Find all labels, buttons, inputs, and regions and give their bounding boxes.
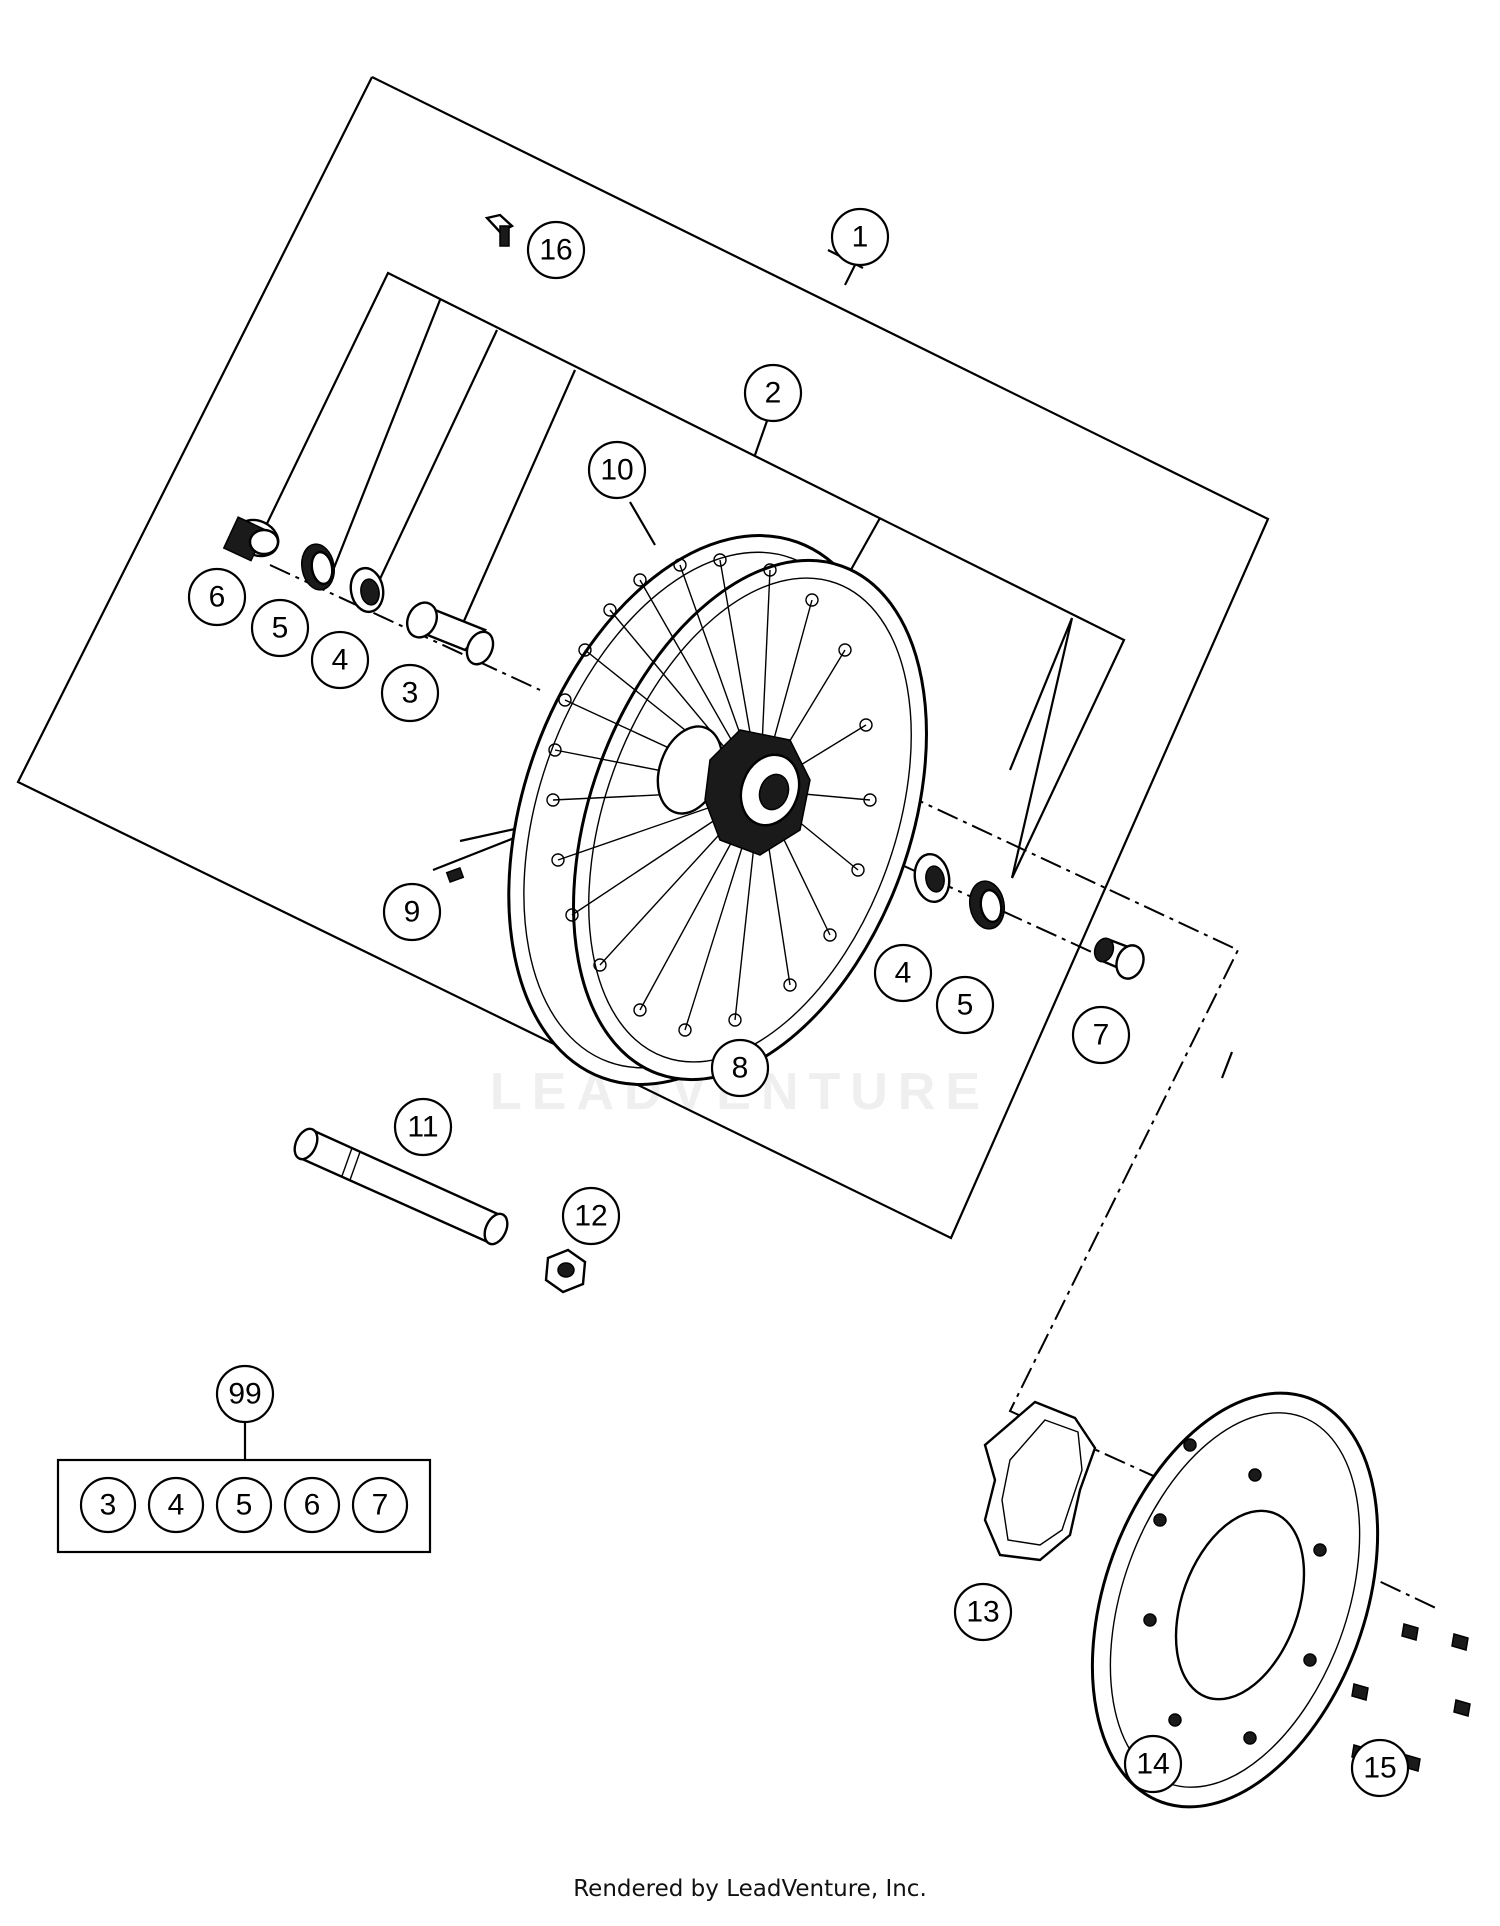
- kit-item-4: 4: [147, 1476, 205, 1534]
- svg-text:4: 4: [332, 644, 349, 677]
- svg-text:4: 4: [895, 957, 912, 990]
- callout-part-8: 8: [710, 1038, 770, 1098]
- svg-text:13: 13: [966, 1596, 999, 1629]
- seal-part-5-right: [968, 880, 1006, 930]
- disc-adapter-part-13: [983, 1400, 1097, 1562]
- rim-holes: [546, 553, 877, 1037]
- svg-text:1: 1: [852, 221, 869, 254]
- sleeve-part-3: [406, 601, 495, 666]
- kit-item-6: 6: [283, 1476, 341, 1534]
- callout-part-1: 1: [830, 207, 890, 267]
- svg-text:2: 2: [765, 377, 782, 410]
- callout-part-4-right: 4: [873, 943, 933, 1003]
- callout-part-5-right: 5: [935, 975, 995, 1035]
- kit-item-3: 3: [79, 1476, 137, 1534]
- bearing-part-4-right: [913, 852, 951, 904]
- svg-text:16: 16: [539, 234, 572, 267]
- callout-part-7: 7: [1071, 1005, 1131, 1065]
- callout-part-16: 16: [526, 220, 586, 280]
- svg-text:5: 5: [272, 612, 289, 645]
- svg-text:5: 5: [236, 1489, 253, 1522]
- svg-text:14: 14: [1136, 1748, 1169, 1781]
- valve-part-9: [445, 866, 465, 884]
- wheel-hub: [656, 725, 811, 856]
- seal-part-5-left: [300, 543, 336, 591]
- valve-part-16: [484, 213, 515, 247]
- axle-part-11: [293, 1127, 509, 1246]
- svg-text:7: 7: [1093, 1019, 1110, 1052]
- callout-part-9: 9: [382, 882, 442, 942]
- svg-text:11: 11: [407, 1111, 438, 1144]
- callout-part-5: 5: [250, 598, 310, 658]
- kit-box-99: [56, 1420, 432, 1554]
- callout-part-15: 15: [1350, 1738, 1410, 1798]
- nut-part-12: [544, 1248, 587, 1294]
- svg-text:12: 12: [574, 1200, 607, 1233]
- footer-credit: Rendered by LeadVenture, Inc.: [573, 1876, 927, 1902]
- callout-part-3: 3: [380, 663, 440, 723]
- kit-item-5: 5: [215, 1476, 273, 1534]
- callout-part-12: 12: [561, 1186, 621, 1246]
- svg-text:7: 7: [372, 1489, 389, 1522]
- svg-text:3: 3: [100, 1489, 117, 1522]
- svg-text:15: 15: [1363, 1752, 1396, 1785]
- spacer-part-6: [222, 516, 280, 562]
- bearing-part-4-left: [349, 566, 385, 614]
- svg-text:10: 10: [600, 454, 633, 487]
- svg-text:9: 9: [404, 896, 421, 929]
- svg-text:6: 6: [209, 581, 226, 614]
- svg-text:8: 8: [732, 1052, 749, 1085]
- svg-text:4: 4: [168, 1489, 185, 1522]
- brake-disc-part-14: [1090, 1391, 1380, 1809]
- callout-part-2: 2: [743, 363, 803, 423]
- callout-part-6: 6: [187, 567, 247, 627]
- callout-part-13: 13: [953, 1582, 1013, 1642]
- svg-text:99: 99: [228, 1378, 261, 1411]
- callout-part-4: 4: [310, 630, 370, 690]
- callout-part-10: 10: [587, 440, 647, 500]
- svg-text:5: 5: [957, 989, 974, 1022]
- kit-item-7: 7: [351, 1476, 409, 1534]
- callout-kit-99: 99: [215, 1364, 275, 1424]
- svg-text:3: 3: [402, 677, 419, 710]
- spacer-part-7: [1093, 937, 1145, 980]
- callout-part-14: 14: [1123, 1734, 1183, 1794]
- svg-text:6: 6: [304, 1489, 321, 1522]
- callout-part-11: 11: [393, 1097, 453, 1157]
- spoked-wheel: [507, 534, 928, 1086]
